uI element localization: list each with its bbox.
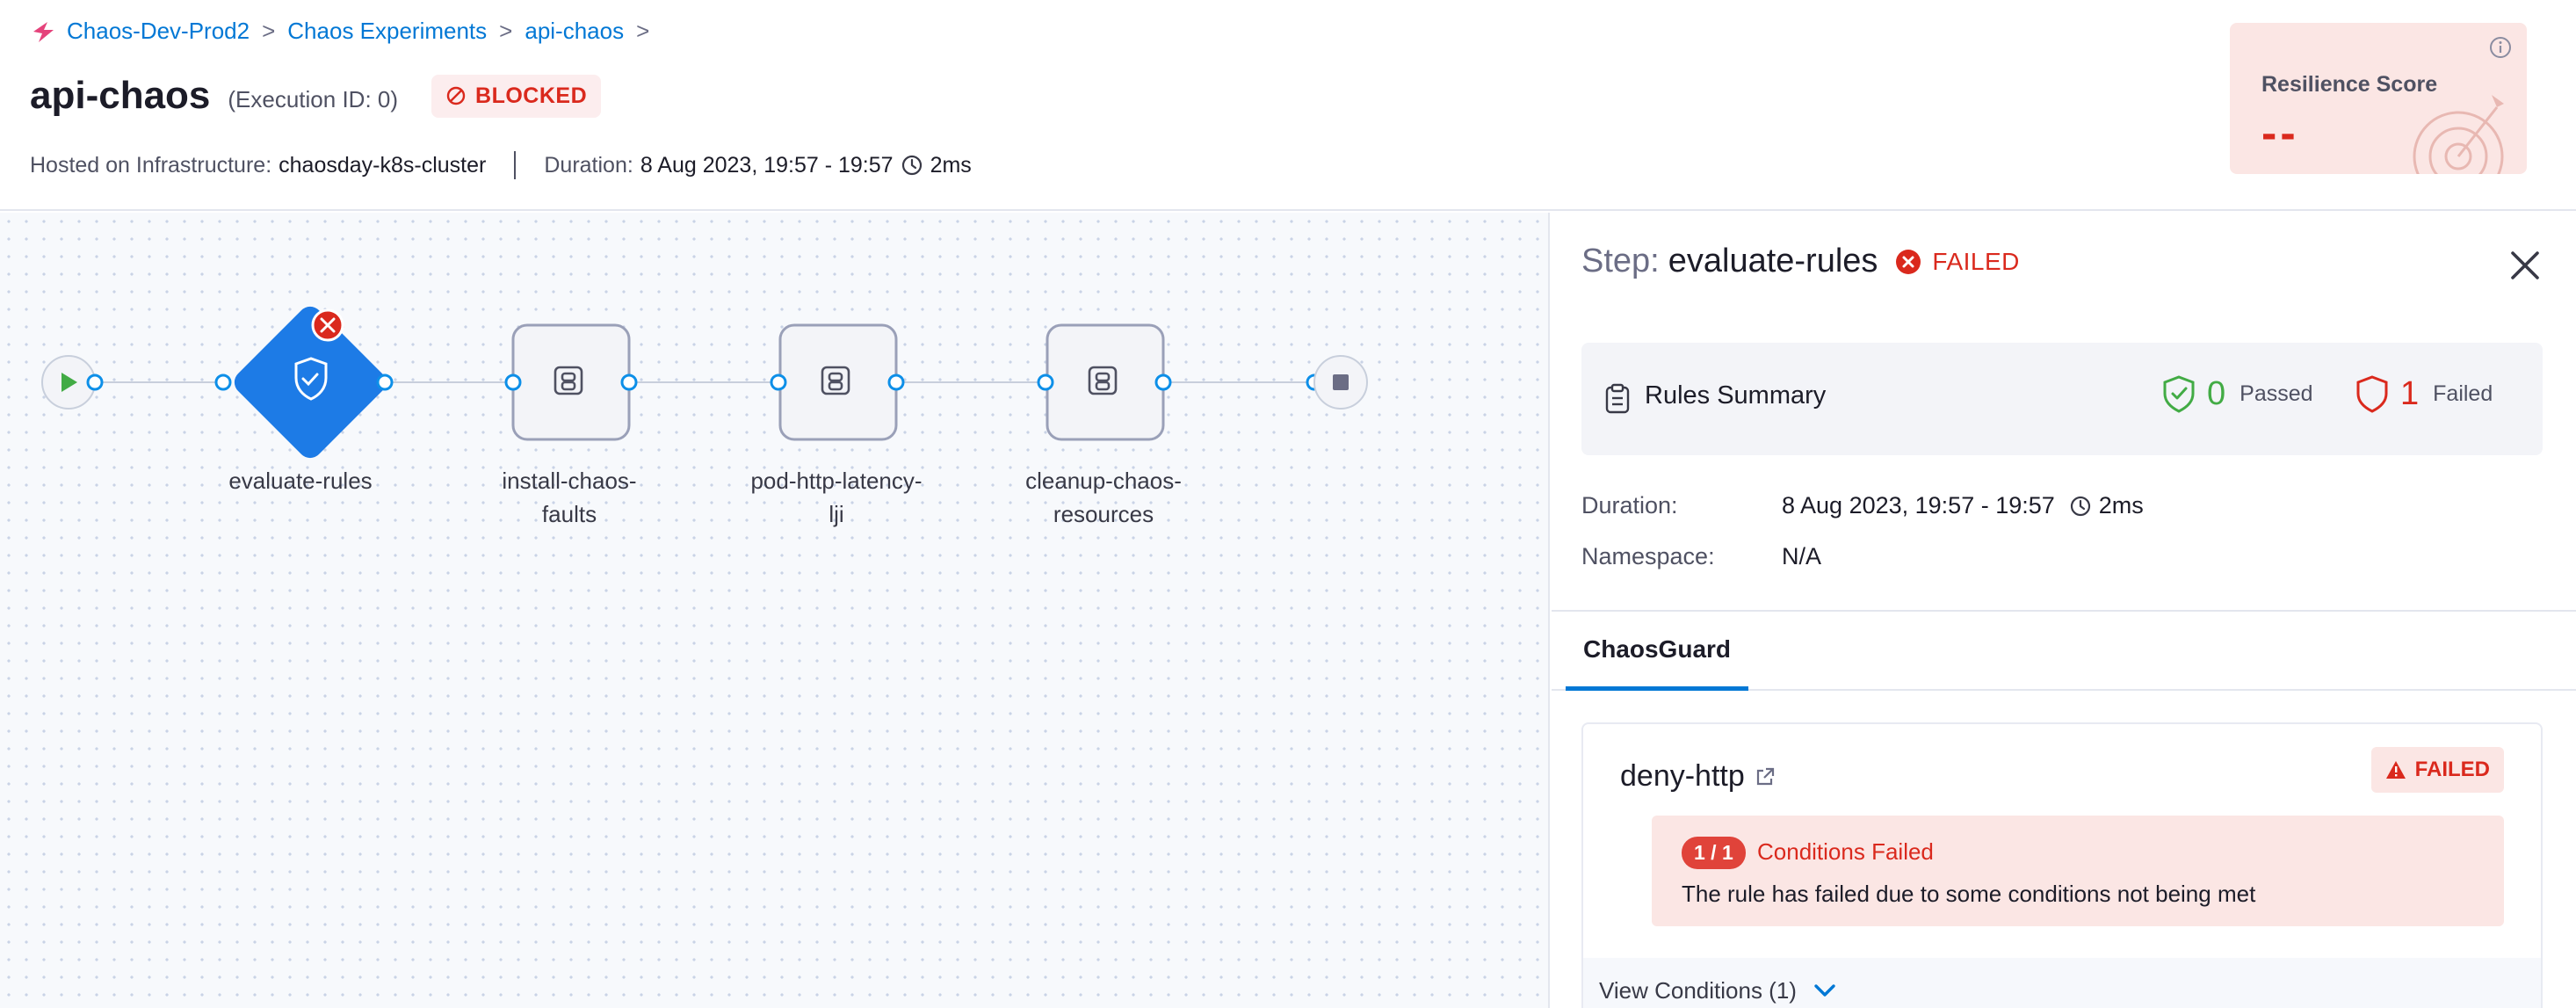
pipeline-node-pod-http-latency[interactable] [778,323,898,441]
chaos-fault-icon [1088,366,1118,395]
close-icon[interactable] [2507,248,2543,283]
pipeline-canvas[interactable]: evaluate-rules install-chaos- faults pod… [0,213,1550,1008]
external-link-icon[interactable] [1754,765,1776,788]
clock-icon [2070,496,2090,516]
node-port [504,373,522,391]
node-port [214,373,232,391]
infra-label: Hosted on Infrastructure: [30,152,272,178]
breadcrumb-experiments-link[interactable]: Chaos Experiments [287,18,488,44]
duration-elapsed: 2ms [930,152,972,178]
warning-icon [2385,761,2406,779]
chaos-logo-icon [33,21,54,42]
conditions-count-badge: 1 / 1 [1682,837,1746,869]
shield-icon [2356,375,2388,413]
conditions-box: 1 / 1 Conditions Failed The rule has fai… [1652,816,2504,926]
pipeline-node-cleanup-chaos-resources[interactable] [1046,323,1165,441]
detail-namespace-label: Namespace: [1581,543,1715,569]
detail-duration: Duration: 8 Aug 2023, 19:57 - 19:57 2ms [1581,492,2144,519]
conditions-description: The rule has failed due to some conditio… [1682,881,2256,907]
breadcrumb-separator: > [262,18,276,44]
view-conditions-label: View Conditions (1) [1599,976,1797,1004]
node-label-evaluate-rules: evaluate-rules [228,468,373,494]
rule-name-label: deny-http [1620,759,1745,793]
pipeline-node-install-chaos-faults[interactable] [511,323,631,441]
play-icon [62,373,77,392]
view-conditions-toggle[interactable]: View Conditions (1) [1583,958,2541,1008]
rules-summary: Rules Summary 0 Passed 1 Failed [1581,343,2543,455]
detail-duration-label: Duration: [1581,492,1678,519]
clipboard-icon [1605,383,1630,414]
resilience-score-title: Resilience Score [2261,72,2438,97]
rules-failed: 1 Failed [2355,374,2493,413]
status-badge: BLOCKED [431,74,602,118]
info-icon[interactable] [2488,35,2513,60]
rule-card: deny-http FAILED 1 / 1 Conditions Failed… [1581,722,2543,1008]
node-port [770,373,787,391]
rules-passed: 0 Passed [2161,374,2313,413]
panel-tab-bar: ChaosGuard [1552,610,2576,691]
rules-passed-label: Passed [2240,381,2313,406]
infra-value: chaosday-k8s-cluster [279,152,487,178]
rules-failed-label: Failed [2433,381,2493,406]
resilience-score-card: Resilience Score -- [2230,23,2527,174]
duration-label: Duration: [544,152,633,178]
pipeline-graph [41,301,1368,463]
error-circle-icon [1896,249,1921,274]
node-label-pod-http-latency: pod-http-latency- lji [750,468,923,527]
rules-passed-count: 0 [2207,374,2226,412]
detail-duration-range: 8 Aug 2023, 19:57 - 19:57 [1782,492,2055,519]
resilience-score-value: -- [2261,108,2299,159]
rule-status-badge: FAILED [2370,747,2504,793]
chaos-fault-icon [821,366,850,395]
target-icon [2413,95,2504,174]
breadcrumb-separator: > [499,18,513,44]
ban-icon [446,86,466,105]
step-details-panel: Step: evaluate-rules FAILED Rules Summar… [1552,213,2576,1008]
execution-id: (Execution ID: 0) [228,85,399,112]
duration-value: 8 Aug 2023, 19:57 - 19:57 [640,152,894,178]
node-port [1154,373,1172,391]
node-port [887,373,905,391]
tab-chaosguard[interactable]: ChaosGuard [1566,612,1748,691]
rules-summary-label: Rules Summary [1645,381,1827,410]
status-badge-label: BLOCKED [475,83,588,108]
clock-icon [901,155,922,176]
step-prefix: Step: [1581,243,1660,279]
breadcrumb: Chaos-Dev-Prod2 > Chaos Experiments > ap… [30,18,662,45]
detail-duration-value: 8 Aug 2023, 19:57 - 19:57 2ms [1782,492,2144,519]
pipeline-node-evaluate-rules[interactable] [229,301,391,463]
rules-failed-count: 1 [2400,374,2420,412]
page-header: Chaos-Dev-Prod2 > Chaos Experiments > ap… [0,0,2576,211]
node-port [376,373,394,391]
node-label-cleanup-chaos-resources: cleanup-chaos- resources [1025,468,1182,527]
meta-divider [514,151,517,179]
shield-check-icon [294,357,328,401]
chaos-fault-icon [554,366,583,395]
node-port [620,373,638,391]
breadcrumb-experiment-link[interactable]: api-chaos [525,18,625,44]
detail-namespace: Namespace: N/A [1581,543,1821,570]
step-status-label: FAILED [1932,247,2020,275]
step-title: Step: evaluate-rules FAILED [1581,243,2020,280]
step-status: FAILED [1895,248,2019,276]
title-row: api-chaos (Execution ID: 0) BLOCKED [30,74,602,118]
stop-icon [1333,374,1349,390]
rule-name[interactable]: deny-http [1620,759,1776,794]
conditions-title: Conditions Failed [1757,838,1934,865]
shield-check-icon [2163,375,2195,413]
detail-duration-elapsed: 2ms [2098,492,2144,519]
meta-row: Hosted on Infrastructure: chaosday-k8s-c… [30,151,972,179]
node-label-install-chaos-faults: install-chaos- faults [502,468,637,527]
detail-namespace-value: N/A [1782,543,1822,569]
rule-status-label: FAILED [2414,758,2490,781]
page-title: api-chaos [30,74,211,117]
node-port [86,373,104,391]
chevron-down-icon [1814,984,1835,997]
step-name: evaluate-rules [1668,243,1878,279]
breadcrumb-separator: > [636,18,650,44]
breadcrumb-project-link[interactable]: Chaos-Dev-Prod2 [67,18,250,44]
node-port [1037,373,1054,391]
pipeline-end-node[interactable] [1313,355,1368,410]
